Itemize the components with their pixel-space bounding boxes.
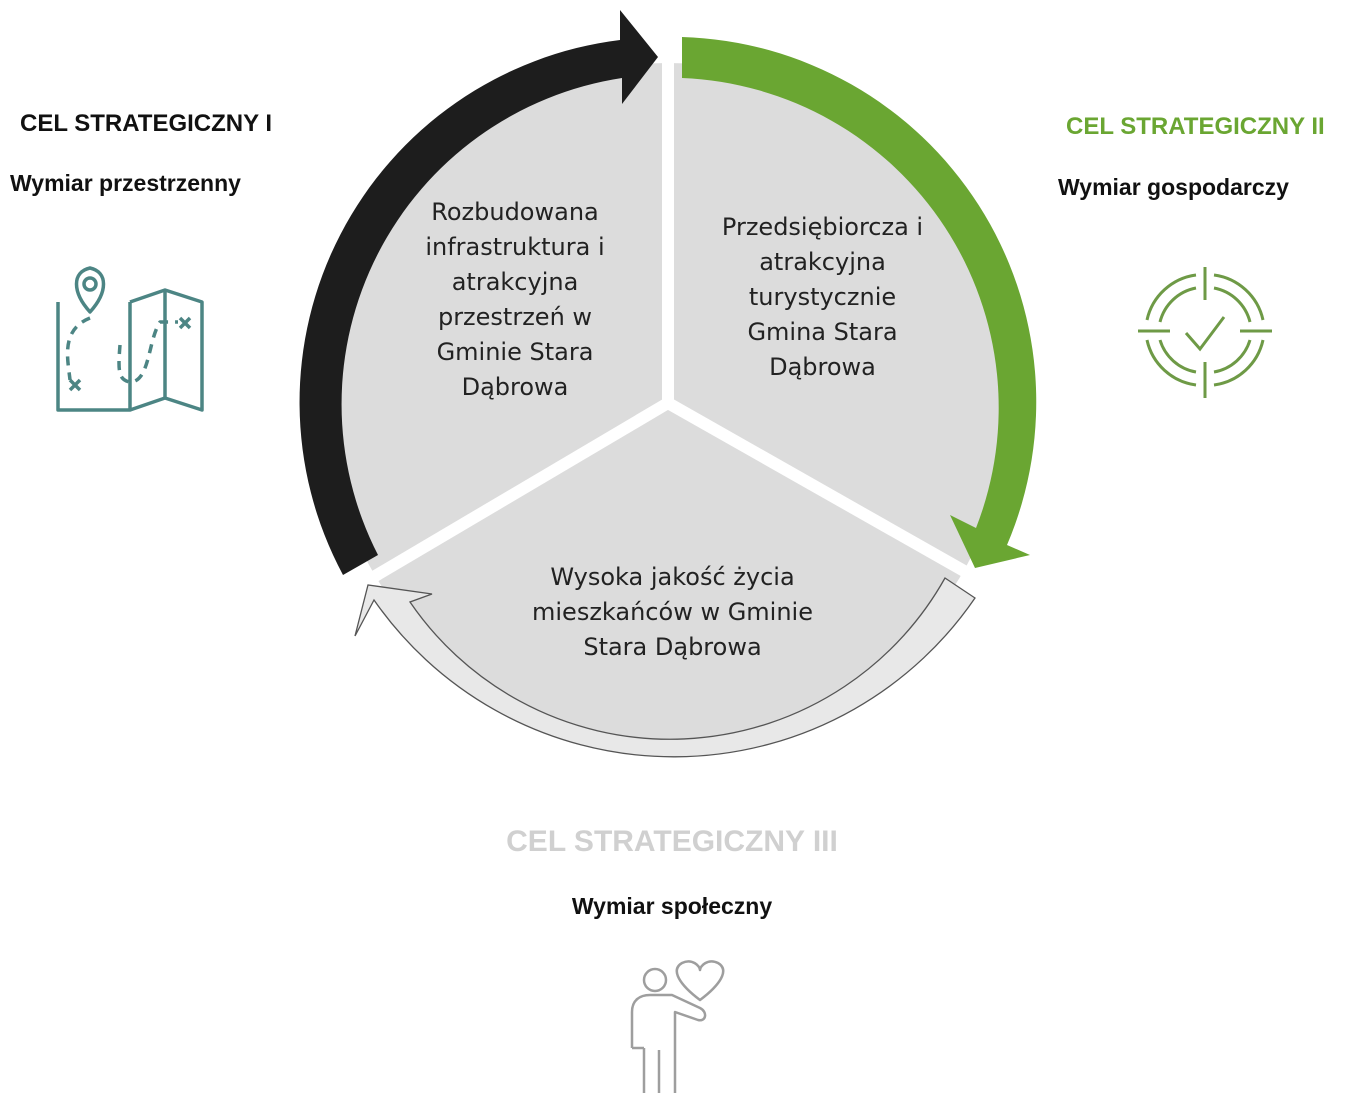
person-heart-icon xyxy=(630,960,725,1093)
segment-dividers xyxy=(356,40,983,591)
segment-right-line: Gmina Stara xyxy=(747,318,898,346)
segment-bottom-line: Stara Dąbrowa xyxy=(583,633,762,661)
segment-left-line: atrakcyjna xyxy=(451,268,579,296)
goal3-subtitle: Wymiar społeczny xyxy=(571,893,773,919)
segment-left-line: Dąbrowa xyxy=(461,373,569,401)
goal1-subtitle: Wymiar przestrzenny xyxy=(10,170,241,196)
segment-left-line: infrastruktura i xyxy=(425,233,605,261)
arrow-economic xyxy=(682,37,1037,568)
segment-left-text: Rozbudowana infrastruktura i atrakcyjna … xyxy=(395,195,635,405)
segment-bottom-line: mieszkańców w Gminie xyxy=(532,598,813,626)
arrow-social xyxy=(354,577,976,758)
goal2-subtitle: Wymiar gospodarczy xyxy=(1058,174,1289,200)
segment-left-line: Rozbudowana xyxy=(431,198,599,226)
segment-right-text: Przedsiębiorcza i atrakcyjna turystyczni… xyxy=(700,210,945,385)
segment-right-line: turystycznie xyxy=(748,283,897,311)
segment-right-line: Dąbrowa xyxy=(769,353,876,381)
arrow-spatial xyxy=(299,10,658,575)
segment-left-line: przestrzeń w xyxy=(437,303,593,331)
segment-right-line: Przedsiębiorcza i xyxy=(721,213,924,241)
segment-right-line: atrakcyjna xyxy=(759,248,886,276)
segment-left-line: Gminie Stara xyxy=(436,338,594,366)
target-check-icon xyxy=(1138,267,1272,398)
goal3-title: CEL STRATEGICZNY III xyxy=(506,825,838,858)
goal1-title: CEL STRATEGICZNY I xyxy=(20,110,273,137)
goal2-title: CEL STRATEGICZNY II xyxy=(1066,113,1325,140)
segment-bottom-line: Wysoka jakość życia xyxy=(550,563,795,591)
map-icon xyxy=(56,266,204,412)
segment-bottom-text: Wysoka jakość życia mieszkańców w Gminie… xyxy=(510,560,835,665)
